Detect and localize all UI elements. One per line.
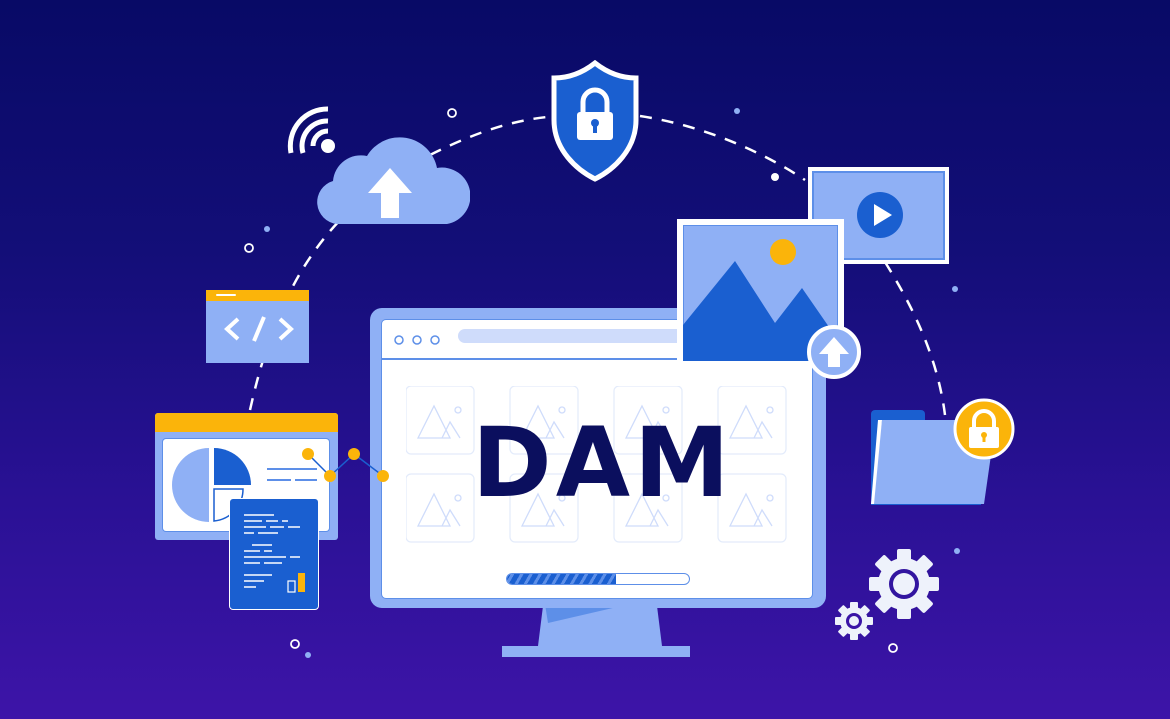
monitor-stand xyxy=(502,598,690,657)
code-window-card xyxy=(206,290,309,363)
wifi-icon xyxy=(287,106,335,154)
document-report-card xyxy=(229,498,319,610)
dam-title: DAM xyxy=(472,407,734,519)
data-connector-line xyxy=(302,448,389,482)
upload-arrow-badge-icon[interactable] xyxy=(806,324,862,380)
padlock-badge-icon xyxy=(953,398,1015,460)
code-window-titlebar xyxy=(206,290,309,301)
thumbnail-grid xyxy=(406,386,787,543)
code-brackets-icon xyxy=(224,316,294,342)
upload-progress-bar xyxy=(506,573,690,585)
cloud-upload-icon xyxy=(317,137,470,224)
gear-small-icon xyxy=(835,602,873,640)
pie-chart-icon xyxy=(172,448,251,522)
security-shield-lock-icon xyxy=(551,60,639,182)
video-play-icon xyxy=(857,192,903,238)
gear-large-icon xyxy=(869,549,939,619)
upload-progress-fill xyxy=(507,574,617,584)
document-text-lines-icon xyxy=(244,514,305,593)
monitor-screen xyxy=(382,320,812,598)
dashboard-titlebar xyxy=(155,413,338,432)
monitor xyxy=(370,308,826,657)
window-control-dots xyxy=(394,335,440,345)
